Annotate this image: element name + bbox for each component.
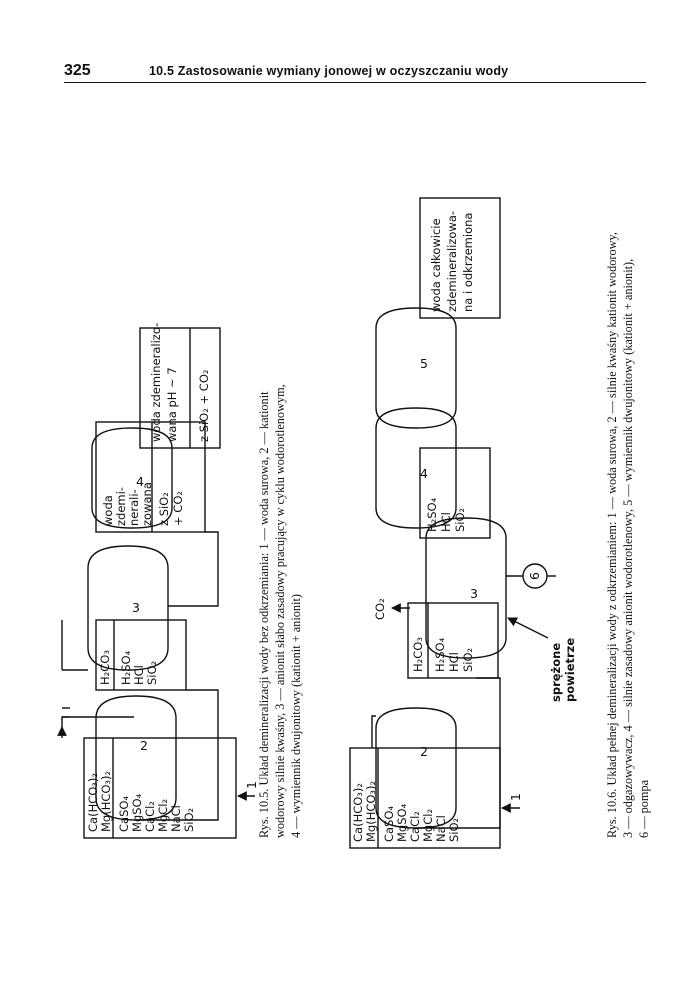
fig5-box3-b1: + CO₂	[171, 491, 185, 526]
fig6-box3	[419, 447, 491, 539]
figure-10-6: Ca(HCO₃)₂ Mg(HCO₃)₂ CaSO₄ MgSO₄ CaCl₂ Mg…	[349, 197, 651, 849]
fig6-box3-2: SiO₂	[453, 508, 467, 532]
fig5-box4	[139, 327, 221, 449]
fig6-inlet-label: 1	[508, 793, 523, 801]
fig5-box4-t0: woda zdemineralizo-	[149, 323, 163, 442]
fig5-box1-top-1: Mg(HCO₃)₂	[99, 771, 113, 832]
fig5-box3-t1: zdemi-	[114, 487, 128, 526]
fig6-pump-label: 6	[527, 572, 542, 580]
fig6-air-0: sprężone	[549, 643, 563, 702]
fig5-box4-t1: wana pH ~ 7	[165, 367, 179, 442]
fig6-box2-b1: HCl	[447, 652, 461, 672]
fig5-box1-b2: CaCl₂	[143, 801, 157, 832]
fig5-caption-1: wodorowy silnie kwaśny, 3 — anionit słab…	[273, 384, 287, 838]
fig6-box2-b2: SiO₂	[461, 648, 475, 672]
fig6-column-2	[375, 707, 457, 829]
fig6-box1-b2: CaCl₂	[408, 811, 422, 842]
fig6-box1-b5: SiO₂	[447, 818, 461, 842]
fig5-box3-t2: nerali-	[127, 489, 141, 526]
page-number: 325	[64, 62, 91, 79]
fig6-column-4	[375, 407, 457, 529]
running-title: 10.5 Zastosowanie wymiany jonowej w oczy…	[149, 64, 509, 78]
figure-10-5: Ca(HCO₃)₂ Mg(HCO₃)₂ CaSO₄ MgSO₄ CaCl₂ Mg…	[57, 323, 303, 839]
fig5-col3-label: 3	[132, 600, 140, 615]
fig6-col4-label: 4	[420, 466, 428, 481]
fig6-column-5	[375, 307, 457, 429]
fig6-col5-label: 5	[420, 356, 428, 371]
fig6-box3-1: HCl	[439, 512, 453, 532]
fig5-box3-t0: woda	[101, 495, 115, 526]
fig6-col2-label: 2	[420, 744, 428, 759]
fig5-box2-b0: H₂SO₄	[119, 650, 133, 685]
fig6-box5-1: zdemineralizowa-	[445, 211, 459, 312]
page-header: 325 10.5 Zastosowanie wymiany jonowej w …	[64, 62, 646, 83]
fig6-box3-0: H₂SO₄	[425, 497, 439, 532]
fig5-box1-b4: NaCl	[169, 805, 183, 832]
fig5-col2-label: 2	[140, 738, 148, 753]
fig5-box3-b0: z SiO₂	[157, 492, 171, 526]
fig5-inlet-label: 1	[244, 781, 259, 789]
fig5-col4-label: 4	[136, 474, 144, 489]
fig6-box1-b3: MgCl₂	[421, 809, 435, 842]
fig6-column-3	[425, 517, 507, 659]
fig5-raw-water-box	[83, 737, 237, 839]
fig5-column-3	[87, 545, 169, 671]
fig6-box1-b1: MgSO₄	[395, 803, 409, 842]
fig5-box1-b1: MgSO₄	[130, 793, 144, 832]
fig5-box2	[95, 619, 187, 691]
fig5-box4-b0: z SiO₂ + CO₂	[197, 370, 211, 443]
fig5-column-2	[95, 695, 177, 821]
fig5-box2-b2: SiO₂	[145, 661, 159, 685]
fig6-col3-label: 3	[470, 586, 478, 601]
fig6-box5-0: woda całkowicie	[429, 218, 443, 312]
fig5-box1-b0: CaSO₄	[117, 796, 131, 832]
fig6-caption-1: 3 — odgazowywacz, 4 — silnie zasadowy an…	[621, 259, 635, 838]
fig6-co2-label: CO₂	[373, 598, 387, 620]
fig5-caption-2: 4 — wymiennik dwujonitowy (kationit + an…	[289, 594, 303, 838]
fig6-box1-top-1: Mg(HCO₃)₂	[364, 781, 378, 842]
fig6-caption-2: 6 — pompa	[637, 779, 651, 838]
fig5-box2-b1: HCl	[132, 665, 146, 685]
fig6-box5-2: na i odkrzemiona	[461, 213, 475, 312]
fig6-box5	[419, 197, 501, 319]
fig5-box3	[95, 421, 206, 533]
fig5-box3-t3: zowana	[140, 482, 154, 526]
fig6-caption-0: Rys. 10.6. Układ pełnej demineralizacji …	[605, 232, 619, 838]
fig6-box1-top-0: Ca(HCO₃)₂	[351, 783, 365, 842]
fig6-box2-top: H₂CO₃	[411, 637, 425, 672]
fig6-air-1: powietrze	[563, 638, 577, 702]
fig5-box1-top-0: Ca(HCO₃)₂	[86, 773, 100, 832]
fig6-box2	[407, 602, 499, 679]
fig5-caption-0: Rys. 10.5. Układ demineralizacji wody be…	[257, 391, 271, 838]
